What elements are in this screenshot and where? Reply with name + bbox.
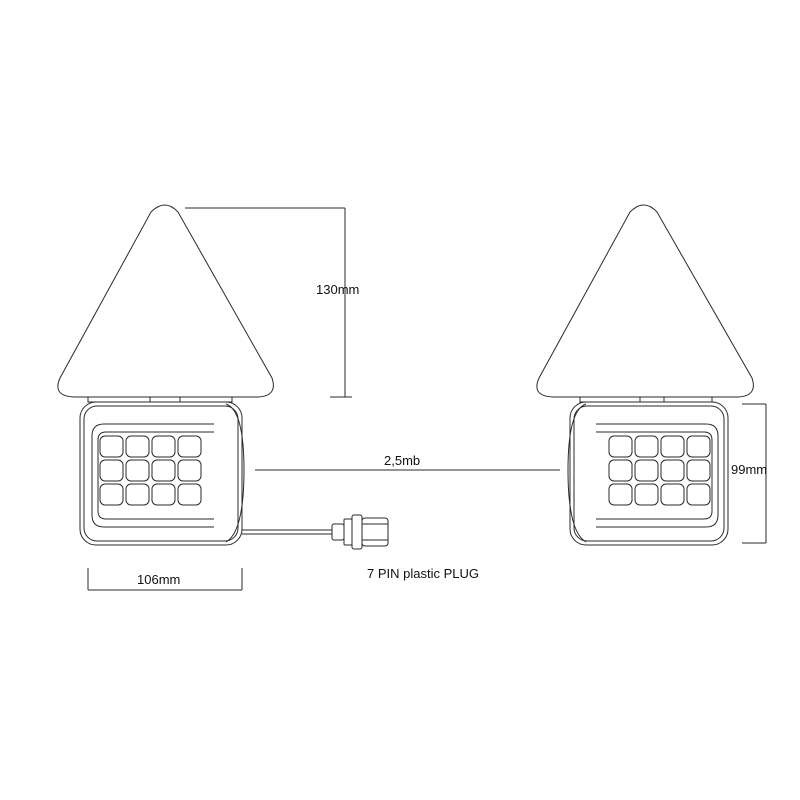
plug-connector-icon	[331, 514, 389, 550]
right-lamp-assembly	[536, 204, 754, 546]
left-led-grid	[99, 435, 202, 506]
left-lamp-housing	[79, 401, 243, 546]
right-lamp-side-edge	[567, 403, 587, 543]
right-triangle-base-clip	[579, 397, 713, 403]
dimension-lines	[87, 207, 767, 591]
label-height-triangle: 130mm	[316, 282, 359, 297]
right-lamp-housing	[569, 401, 729, 546]
right-warning-triangle	[536, 204, 754, 398]
right-light-guide-inner	[596, 431, 713, 520]
label-plug: 7 PIN plastic PLUG	[367, 566, 479, 581]
right-light-guide	[596, 423, 719, 528]
label-width-lamp: 106mm	[137, 572, 180, 587]
left-warning-triangle	[57, 204, 274, 398]
left-light-guide-inner	[97, 431, 214, 520]
left-lamp-assembly	[57, 204, 389, 550]
right-led-grid	[608, 435, 711, 506]
left-lamp-side-edge	[225, 403, 245, 543]
left-triangle-base-clip	[87, 397, 233, 403]
label-height-lamp: 99mm	[731, 462, 767, 477]
left-light-guide	[91, 423, 214, 528]
left-lamp-housing-inner	[83, 405, 239, 542]
right-lamp-housing-inner	[573, 405, 725, 542]
label-cable-length: 2,5mb	[384, 453, 420, 468]
